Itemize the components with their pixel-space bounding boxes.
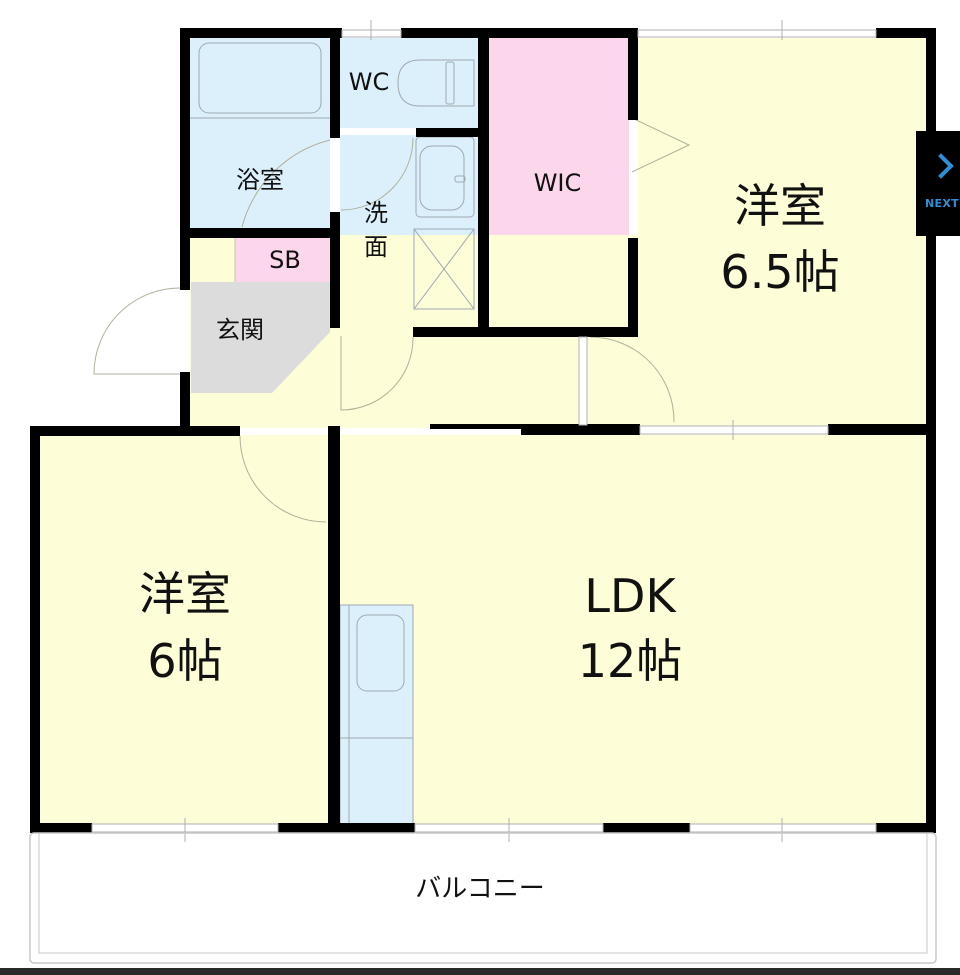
entrance-label: 玄関	[216, 316, 264, 344]
bath-floor	[190, 38, 330, 228]
balcony-label: バルコニー	[415, 874, 545, 904]
wic-label: WIC	[533, 169, 582, 197]
wash-basin	[419, 145, 465, 211]
toilet	[397, 59, 475, 107]
kitchen-sink	[356, 614, 405, 692]
next-button[interactable]: NEXT	[916, 131, 960, 236]
western-room-2-label-line2: 6帖	[147, 634, 223, 688]
entrance-door-swing	[93, 287, 181, 375]
wc-label: WC	[348, 68, 390, 96]
kitchen-counter	[339, 604, 414, 826]
western-room-2-floor	[38, 435, 328, 825]
shoe-box-floor	[235, 238, 330, 282]
windows	[91, 20, 877, 842]
washroom-label-line2: 面	[364, 233, 388, 261]
door-swings	[93, 117, 691, 523]
chevron-right-icon	[928, 153, 954, 179]
western-room-1-floor	[638, 38, 926, 428]
bathtub	[198, 42, 322, 114]
washing-machine-pan	[413, 228, 475, 310]
western-room-2-label-line1: 洋室	[139, 567, 231, 621]
wc-floor	[340, 38, 478, 128]
bottom-edge-strip	[0, 968, 960, 975]
ldk-label-line2: 12帖	[577, 634, 683, 688]
entrance-floor	[191, 282, 330, 393]
next-label: NEXT	[925, 197, 959, 210]
ldk-label-line1: LDK	[584, 569, 676, 623]
ldk-floor	[340, 435, 926, 825]
fixtures	[190, 42, 475, 310]
western-room-1-label-line1: 洋室	[734, 179, 826, 233]
walls	[30, 28, 936, 833]
washroom-label-line1: 洗	[364, 199, 388, 227]
western-room-1-label-line2: 6.5帖	[720, 245, 840, 299]
shoe-box-label: SB	[269, 246, 301, 274]
balcony	[29, 832, 937, 964]
bath-label: 浴室	[236, 166, 284, 194]
